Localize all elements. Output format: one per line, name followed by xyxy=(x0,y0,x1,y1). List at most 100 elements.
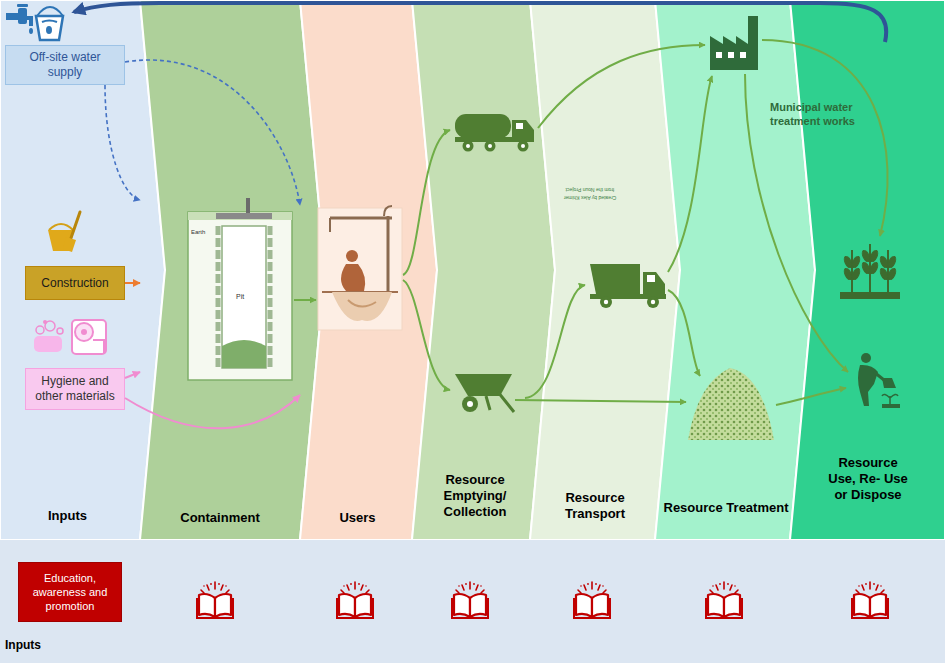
crop-icon-part xyxy=(843,255,854,268)
title-holder: Inputs xyxy=(10,508,125,524)
pit-cross-section-part xyxy=(188,212,292,220)
dump-truck xyxy=(590,264,666,308)
dump-truck-part xyxy=(600,296,612,308)
bucket-icon-part xyxy=(36,16,63,40)
stage-title: Users xyxy=(310,510,405,526)
label-holder: Earth xyxy=(191,228,215,237)
pit-cross-section-part xyxy=(222,226,266,368)
wheelbarrow-part xyxy=(486,392,514,412)
facility-label: Municipal water treatment works xyxy=(770,100,866,128)
box-label: Education, awareness and promotion xyxy=(24,571,116,613)
crop-icon-part xyxy=(879,267,890,280)
hygiene-icon xyxy=(34,320,106,354)
flow-arrows-part xyxy=(515,400,686,402)
flow-connector xyxy=(125,282,140,284)
watermark: Created by Alex Khimer from the Noun Pro… xyxy=(562,186,618,202)
crop-icon-part xyxy=(861,249,872,262)
tanker-truck-part xyxy=(516,123,523,129)
wheelbarrow xyxy=(455,374,514,412)
tap-icon-part xyxy=(17,4,28,7)
flow-connector xyxy=(125,60,300,205)
crop-icon-part xyxy=(851,267,862,280)
stage-title: Inputs xyxy=(10,508,125,524)
tanker-truck-part xyxy=(455,114,511,138)
construction-icon-part xyxy=(49,224,73,230)
treatment-works-icon-part xyxy=(740,52,746,58)
dump-truck-part xyxy=(590,264,640,294)
box-label: Off-site water supply xyxy=(11,50,119,80)
crop-icon-part xyxy=(879,255,890,268)
part-label: Earth xyxy=(191,228,215,237)
label-holder: Municipal water treatment works xyxy=(770,100,866,128)
education-book-icons-part xyxy=(574,582,610,618)
dump-truck-part xyxy=(643,272,665,296)
tap-icon-part xyxy=(26,16,33,26)
education-book-icons-part xyxy=(706,582,742,618)
input-box: Hygiene and other materials xyxy=(25,368,125,410)
title-holder: Resource Treatment xyxy=(660,500,792,516)
crop-icon-part xyxy=(843,267,854,280)
latrine-user-part xyxy=(330,216,392,292)
crop-icon-part xyxy=(869,249,880,262)
stage-title: Containment xyxy=(150,510,290,526)
chevron-outline xyxy=(790,0,945,540)
return-water-arrow xyxy=(74,3,886,42)
flow-arrows xyxy=(294,40,888,405)
stage-title: Resource Treatment xyxy=(660,500,792,516)
flow-arrows-part xyxy=(668,290,700,376)
compost-heap-part xyxy=(688,368,774,440)
hygiene-icon-part xyxy=(75,323,93,341)
treatment-works-icon xyxy=(710,16,758,70)
tanker-truck-part xyxy=(485,141,496,152)
tap-icon-part xyxy=(18,8,27,24)
pit-cross-section-part xyxy=(216,213,272,219)
latrine-user xyxy=(318,206,402,330)
crop-icon-part xyxy=(851,255,862,268)
part-label: Pit xyxy=(236,292,254,302)
hygiene-icon-part xyxy=(81,329,87,335)
education-book-icons-part xyxy=(852,582,888,618)
chevron-shape xyxy=(655,0,790,540)
stage-band: Resource Emptying/ Collection xyxy=(412,0,530,540)
wheelbarrow-part xyxy=(462,396,478,412)
label-holder: Pit xyxy=(236,292,254,302)
flow-connector xyxy=(125,395,300,428)
wheelbarrow-part xyxy=(455,374,512,396)
hygiene-icon-part xyxy=(34,336,62,352)
flow-connector xyxy=(105,85,140,200)
treatment-works-icon-part xyxy=(710,16,758,70)
crop-icon-part xyxy=(887,267,898,280)
title-holder: Inputs xyxy=(5,637,85,653)
box-label: Hygiene and other materials xyxy=(31,374,119,404)
pit-cross-section-part xyxy=(188,212,292,380)
hygiene-icon-part xyxy=(57,328,63,334)
tanker-truck-part xyxy=(463,141,474,152)
latrine-user-part xyxy=(329,218,331,232)
dump-truck-part xyxy=(651,300,655,304)
construction-icon-part xyxy=(71,212,80,238)
latrine-user-part xyxy=(346,250,358,262)
latrine-user-part xyxy=(384,206,392,216)
compost-heap xyxy=(688,368,774,440)
pit-cross-section-part xyxy=(218,226,270,368)
dump-truck-part xyxy=(647,275,655,282)
pit-cross-section-part xyxy=(222,340,266,368)
tanker-truck-part xyxy=(488,144,492,148)
crop-icon-part xyxy=(840,292,900,299)
treatment-works-icon-part xyxy=(728,52,734,58)
flow-arrows-part xyxy=(403,130,450,275)
title-holder: Resource Emptying/ Collection xyxy=(420,472,530,520)
construction-icon xyxy=(48,212,80,252)
bucket-icon-part xyxy=(37,7,63,16)
education-book-icons xyxy=(197,582,888,618)
education-book-icons-part xyxy=(197,582,233,618)
dump-truck-part xyxy=(647,296,659,308)
bucket-icon-part xyxy=(42,21,57,23)
return-water-arrow-part xyxy=(74,3,886,42)
tanker-truck-part xyxy=(521,144,525,148)
flow-arrows-part xyxy=(762,40,888,236)
tap-icon-part xyxy=(29,28,33,34)
flow-arrows-part xyxy=(538,45,705,128)
reuse-person-icon-part xyxy=(882,404,900,408)
